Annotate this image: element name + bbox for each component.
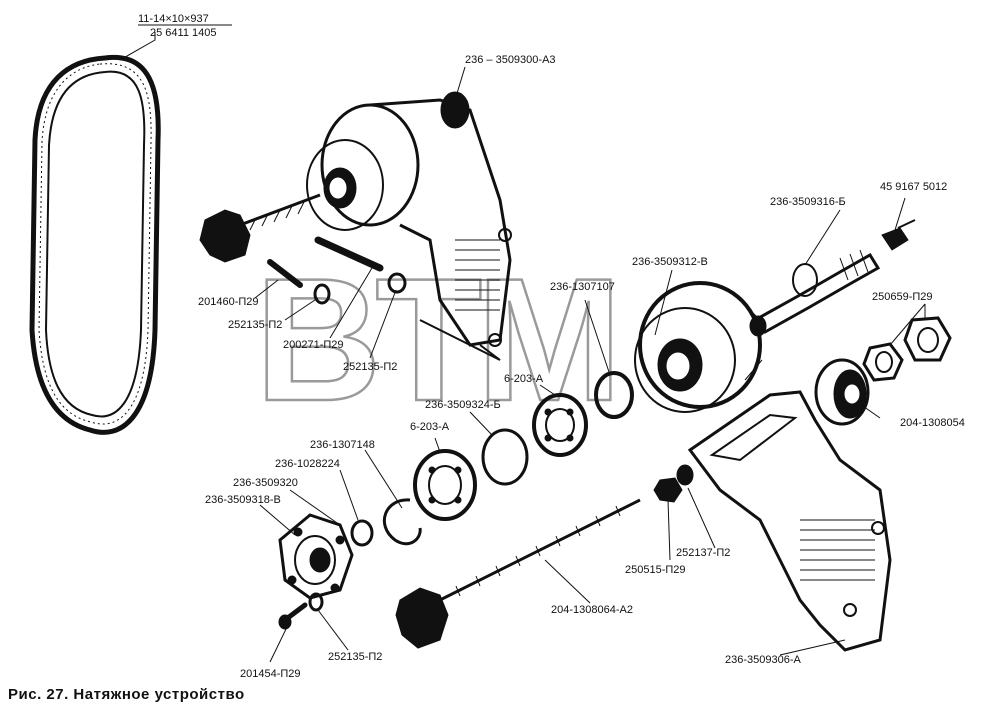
label-236-3509316: 236-3509316-Б <box>770 196 846 208</box>
washer-252137 <box>676 464 694 486</box>
washer-252135-b <box>387 272 407 294</box>
nut-250515 <box>653 477 683 503</box>
label-236-3509324: 236-3509324-Б <box>425 399 501 411</box>
leader-lines <box>119 32 926 663</box>
fitting-45-9167 <box>881 219 916 251</box>
seal-236-1307107 <box>594 371 634 419</box>
label-236-1307148: 236-1307148 <box>310 439 375 451</box>
figure-caption: Рис. 27. Натяжное устройство <box>8 686 245 703</box>
label-236-3509320: 236-3509320 <box>233 477 298 489</box>
watermark: BTM <box>255 243 616 438</box>
snap-ring-236-1307148 <box>382 498 422 546</box>
cover-236-3509318 <box>278 513 354 600</box>
label-45-9167: 45 9167 5012 <box>880 181 947 193</box>
label-236-1307107: 236-1307107 <box>550 281 615 293</box>
label-236-3509312: 236-3509312-В <box>632 256 708 268</box>
ring-236-3509324 <box>481 428 529 486</box>
pin-201460 <box>267 259 303 288</box>
pin-200271 <box>314 236 384 272</box>
part-labels: 11-14×10×937 25 6411 1405 236 – 3509300-… <box>138 13 965 680</box>
pulley-assembly <box>199 91 512 361</box>
nut-250659-b <box>862 342 904 382</box>
v-belt <box>29 54 161 435</box>
label-204-1308064: 204-1308064-А2 <box>551 604 633 616</box>
bracket-236-3509306 <box>687 390 892 652</box>
label-236-3509318: 236-3509318-В <box>205 494 281 506</box>
label-204-1308054: 204-1308054 <box>900 417 965 429</box>
label-252137: 252137-П2 <box>676 547 730 559</box>
label-201460: 201460-П29 <box>198 296 259 308</box>
label-201454: 201454-П29 <box>240 668 301 680</box>
label-236-1028224: 236-1028224 <box>275 458 340 470</box>
label-6-203-a-1: 6-203-А <box>504 373 544 385</box>
bearing-6-203-a-2 <box>413 449 477 521</box>
label-252135-a: 252135-П2 <box>228 319 282 331</box>
bearing-6-203-a-1 <box>532 393 588 457</box>
hub-236-3509312 <box>634 281 763 413</box>
label-pulley-assy: 236 – 3509300-А3 <box>465 54 556 66</box>
bolt-201454 <box>278 602 308 630</box>
label-6-203-a-2: 6-203-А <box>410 421 450 433</box>
ring-236-1028224 <box>350 519 374 547</box>
washer-252135-c <box>308 592 324 612</box>
label-236-3509306: 236-3509306-А <box>725 654 802 666</box>
label-belt-top: 11-14×10×937 <box>138 13 209 25</box>
label-200271: 200271-П29 <box>283 339 344 351</box>
label-252135-b: 252135-П2 <box>343 361 397 373</box>
nut-250659-a <box>903 316 952 362</box>
label-250659: 250659-П29 <box>872 291 933 303</box>
label-250515: 250515-П29 <box>625 564 686 576</box>
washer-252135-a <box>313 283 331 305</box>
washer-204-1308054 <box>814 358 870 426</box>
threaded-rod-204-1308064 <box>395 498 641 649</box>
label-252135-c: 252135-П2 <box>328 651 382 663</box>
label-belt-bottom: 25 6411 1405 <box>150 27 216 39</box>
shaft-236-3509316 <box>749 249 881 337</box>
